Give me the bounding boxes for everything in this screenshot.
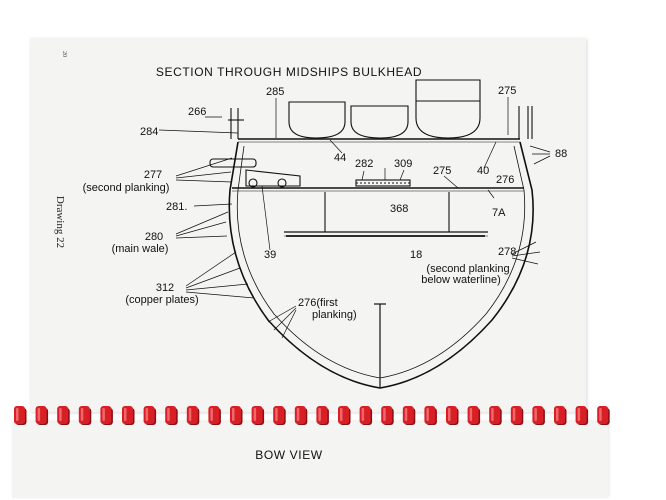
binding-ring-highlight: [37, 408, 41, 421]
hull-inner: [236, 145, 526, 379]
drawing-title: SECTION THROUGH MIDSHIPS BULKHEAD: [155, 65, 423, 79]
binding-ring: [122, 406, 133, 424]
label-7a: 7A: [492, 207, 506, 219]
label-278-desc-2: below waterline): [421, 274, 501, 286]
binding-ring-highlight: [491, 408, 494, 421]
binding-ring: [554, 406, 565, 424]
binding-ring-highlight: [59, 408, 62, 421]
binding-ring-highlight: [188, 408, 192, 421]
binding-ring: [510, 406, 522, 424]
binding-ring-highlight: [469, 408, 473, 421]
label-275-deck: 275: [433, 165, 452, 177]
binding-ring: [143, 406, 155, 424]
binding-ring: [251, 406, 263, 424]
binding-ring-highlight: [426, 408, 429, 421]
drawing-number-label: Drawing 22: [54, 195, 66, 249]
label-281: 281.: [166, 201, 188, 213]
upper-page: [30, 38, 586, 412]
binding-ring-highlight: [448, 408, 451, 421]
label-284: 284: [140, 126, 159, 138]
binding-ring-highlight: [383, 408, 386, 421]
binding-ring: [78, 406, 90, 424]
binding-ring: [186, 406, 198, 424]
binding-ring: [230, 406, 241, 424]
binding-ring-highlight: [232, 408, 235, 421]
binding-ring: [208, 406, 220, 424]
label-278-desc-1: (second planking: [426, 263, 510, 275]
binding-ring-highlight: [102, 408, 105, 421]
binding-ring-highlight: [577, 408, 581, 421]
binding-ring: [597, 406, 609, 424]
page-number: 20: [61, 51, 67, 57]
label-368: 368: [390, 203, 409, 215]
binding-ring-highlight: [318, 408, 321, 421]
binding-ring: [294, 406, 306, 424]
binding-ring-highlight: [80, 408, 84, 421]
label-280-desc: (main wale): [111, 243, 169, 255]
label-40: 40: [477, 165, 490, 177]
label-312: 312: [155, 282, 175, 294]
binding-ring: [14, 406, 25, 424]
label-18: 18: [410, 249, 423, 261]
binding-ring-highlight: [275, 408, 278, 421]
label-276-lower: 276(first: [298, 297, 338, 309]
binding-ring-highlight: [556, 408, 559, 421]
spiral-binding: [14, 406, 610, 425]
cannon: [209, 158, 257, 168]
label-277: 277: [143, 169, 163, 181]
label-312-desc: (copper plates): [125, 294, 199, 306]
binding-ring: [165, 406, 177, 424]
binding-ring: [424, 406, 436, 424]
binding-ring-highlight: [16, 408, 19, 421]
binding-ring: [57, 406, 69, 424]
label-285: 285: [266, 86, 285, 98]
bow-view-title: BOW VIEW: [255, 448, 323, 462]
binding-ring-highlight: [210, 408, 213, 421]
label-88: 88: [555, 148, 568, 160]
binding-ring-highlight: [253, 408, 257, 421]
label-280: 280: [144, 231, 164, 243]
binding-ring: [359, 406, 371, 424]
binding-ring-highlight: [124, 408, 127, 421]
binding-ring-highlight: [361, 408, 365, 421]
label-266: 266: [188, 106, 207, 118]
label-276-upper: 276: [496, 174, 515, 186]
label-275-top: 275: [498, 85, 517, 97]
binding-ring-highlight: [296, 408, 300, 421]
binding-ring: [446, 406, 457, 424]
binding-ring: [532, 406, 544, 424]
binding-ring: [381, 406, 393, 424]
boat-middle: [350, 105, 409, 139]
boat-left: [288, 101, 346, 139]
binding-ring-highlight: [512, 408, 516, 421]
binding-ring-highlight: [167, 408, 170, 421]
binding-ring: [35, 406, 47, 424]
lower-page: [12, 422, 608, 498]
binding-ring: [467, 406, 479, 424]
label-278: 278: [498, 246, 517, 258]
label-282: 282: [355, 158, 374, 170]
binding-ring: [489, 406, 501, 424]
binding-ring-highlight: [340, 408, 343, 421]
binding-ring-highlight: [145, 408, 149, 421]
boat-right: [415, 79, 481, 139]
binding-ring-highlight: [404, 408, 408, 421]
binding-ring: [338, 406, 349, 424]
binding-ring: [316, 406, 328, 424]
binding-ring: [402, 406, 414, 424]
label-309: 309: [394, 158, 413, 170]
binding-ring-highlight: [534, 408, 537, 421]
binding-ring-highlight: [599, 408, 602, 421]
label-44: 44: [334, 152, 347, 164]
label-39: 39: [264, 249, 277, 261]
binding-ring: [100, 406, 112, 424]
label-276-lower-desc: planking): [312, 309, 357, 321]
binding-ring: [575, 406, 587, 424]
label-277-desc: (second planking): [82, 182, 170, 194]
binding-ring: [273, 406, 285, 424]
